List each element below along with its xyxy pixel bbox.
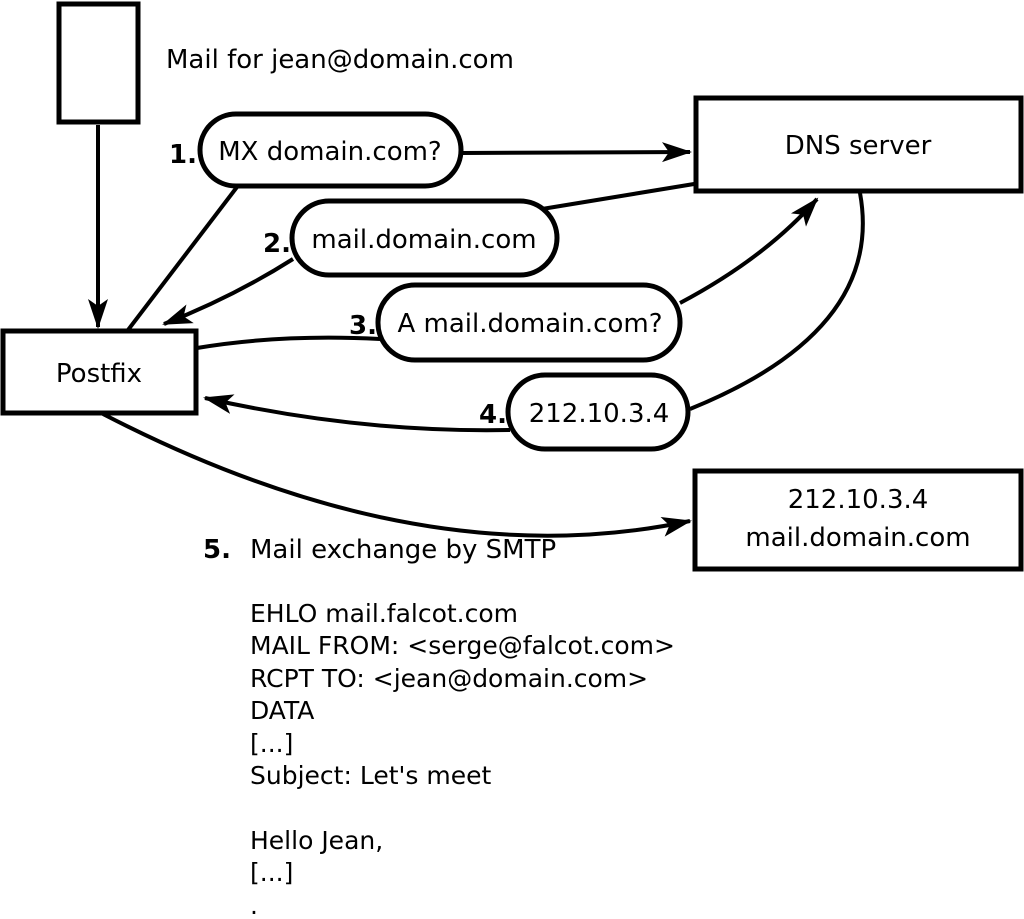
smtp-line-5: [...] [250, 729, 293, 758]
edge-dns-to-mx-response [541, 182, 695, 211]
postfix-label: Postfix [56, 359, 142, 389]
arrow-a-query-to-dns [679, 197, 819, 305]
step-2-number: 2. [263, 229, 291, 259]
edge-postfix-to-mx-query [126, 185, 239, 332]
smtp-exchange-label: Mail exchange by SMTP [250, 535, 556, 565]
mail-server-host-label: mail.domain.com [745, 523, 970, 553]
arrow-mx-query-to-dns [460, 142, 692, 163]
smtp-line-2: MAIL FROM: <serge@falcot.com> [250, 631, 675, 660]
smtp-line-10: . [250, 891, 258, 919]
mx-query-label: MX domain.com? [218, 137, 441, 167]
a-response-label: 212.10.3.4 [529, 399, 670, 429]
arrow-mx-response-to-postfix [162, 257, 295, 326]
smtp-line-8: Hello Jean, [250, 826, 383, 855]
smtp-line-4: DATA [250, 696, 314, 725]
dns-server-label: DNS server [785, 131, 932, 161]
postfix-box [0, 328, 199, 416]
mail-server-box [692, 468, 1024, 572]
step-1-number: 1. [169, 140, 197, 170]
edge-dns-to-a-response [689, 192, 865, 411]
query-mx-pill [197, 111, 464, 189]
step-3-number: 3. [349, 311, 377, 341]
a-query-label: A mail.domain.com? [398, 309, 663, 339]
arrow-a-response-to-postfix [203, 394, 511, 433]
smtp-line-6: Subject: Let's meet [250, 761, 491, 790]
response-mx-pill [289, 198, 560, 278]
arrow-postfix-to-mail-server [102, 412, 692, 538]
mx-response-label: mail.domain.com [311, 225, 536, 255]
query-a-pill [375, 282, 683, 363]
mail-message-box [56, 1, 141, 125]
response-a-pill [505, 372, 691, 452]
smtp-line-3: RCPT TO: <jean@domain.com> [250, 664, 648, 693]
smtp-line-9: [...] [250, 858, 293, 887]
edge-postfix-to-a-query [196, 335, 381, 350]
step-5-number: 5. [203, 535, 231, 565]
step-4-number: 4. [479, 400, 507, 430]
smtp-line-1: EHLO mail.falcot.com [250, 599, 518, 628]
mail-for-label: Mail for jean@domain.com [166, 45, 514, 75]
dns-server-box [693, 95, 1024, 194]
mail-server-ip-label: 212.10.3.4 [788, 485, 929, 515]
